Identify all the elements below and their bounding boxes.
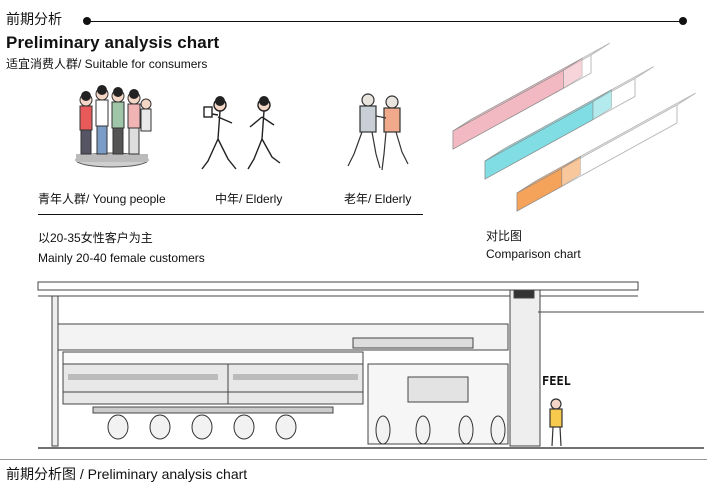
page-title: Preliminary analysis chart: [6, 33, 220, 52]
page-subtitle: 适宜消费人群/ Suitable for consumers: [6, 57, 208, 71]
timeline-start-dot: [83, 17, 91, 25]
comparison-cn: 对比图: [486, 229, 523, 243]
middle-aged-illustration: [201, 96, 281, 170]
footer-divider: [0, 459, 707, 460]
elderly-illustration: [347, 93, 409, 171]
note-en: Mainly 20-40 female customers: [38, 251, 205, 265]
timeline-rule: [88, 21, 682, 23]
timeline-end-dot: [679, 17, 687, 25]
header-cn-title: 前期分析: [6, 11, 62, 27]
young-people-illustration: [75, 85, 152, 168]
groups-divider: [38, 214, 423, 215]
comparison-bar-1: [452, 57, 583, 150]
group-label-elderly: 老年/ Elderly: [344, 192, 412, 206]
group-label-young: 青年人群/ Young people: [38, 192, 166, 206]
store-sign: FEEL: [542, 374, 571, 388]
footer-caption: 前期分析图 / Preliminary analysis chart: [6, 466, 248, 482]
comparison-chart: [452, 42, 696, 212]
comparison-bar-2: [484, 89, 612, 180]
comparison-bar-3: [516, 155, 581, 212]
group-label-middle: 中年/ Elderly: [215, 192, 283, 206]
storefront-elevation: [37, 281, 704, 449]
comparison-en: Comparison chart: [486, 247, 581, 261]
note-cn: 以20-35女性客户为主: [38, 231, 153, 245]
